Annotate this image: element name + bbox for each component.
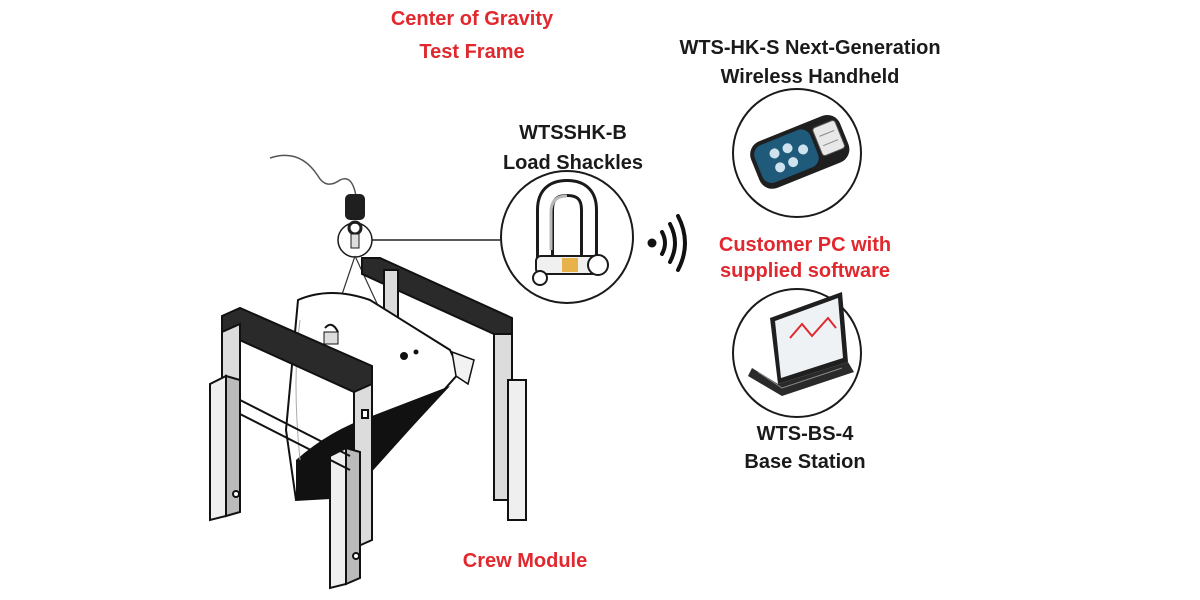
test-frame-rear	[361, 257, 527, 521]
title-line-1: Center of Gravity	[390, 8, 554, 30]
shackle-line-2: Load Shackles	[502, 152, 644, 174]
pc-line-1: Customer PC with	[718, 234, 892, 256]
crane-hook-icon	[337, 194, 373, 258]
crew-module-icon	[284, 292, 475, 502]
title-label: Center of Gravity Test Frame	[352, 6, 592, 66]
handheld-line-1: WTS-HK-S Next-Generation	[679, 37, 941, 59]
pc-line-2: supplied software	[719, 260, 891, 282]
base-line-1: WTS-BS-4	[756, 423, 854, 445]
base-line-2: Base Station	[744, 451, 866, 473]
shackle-label: WTSSHK-B Load Shackles	[478, 118, 668, 178]
title-line-2: Test Frame	[419, 41, 525, 63]
base-label: WTS-BS-4 Base Station	[710, 420, 900, 476]
crew-module-text: Crew Module	[462, 550, 588, 572]
crew-module-label: Crew Module	[440, 548, 610, 575]
test-frame-front	[209, 306, 373, 590]
handheld-device-icon	[732, 88, 862, 218]
handheld-label: WTS-HK-S Next-Generation Wireless Handhe…	[660, 34, 960, 92]
crane-cable	[269, 154, 357, 197]
load-shackle-icon	[500, 170, 634, 304]
base-station-laptop-icon	[732, 288, 862, 418]
wireless-signal-icon	[647, 214, 687, 272]
handheld-line-2: Wireless Handheld	[720, 66, 900, 88]
shackle-line-1: WTSSHK-B	[519, 122, 627, 144]
pc-label: Customer PC with supplied software	[700, 232, 910, 284]
